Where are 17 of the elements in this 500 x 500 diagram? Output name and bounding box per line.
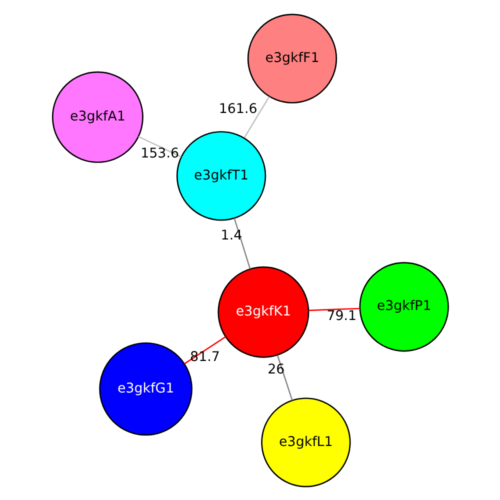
connector <box>184 336 226 364</box>
connector <box>308 307 360 311</box>
connector <box>243 96 270 138</box>
edge-label: 1.4 <box>220 228 242 244</box>
edge-label: 81.7 <box>190 350 220 365</box>
edge-label: 153.6 <box>140 146 178 161</box>
node-circle: e3gkfL1 <box>260 397 350 487</box>
node-circle: e3gkfG1 <box>98 342 192 436</box>
node-circle: e3gkfP1 <box>358 262 448 352</box>
edge-label: 161.6 <box>218 102 257 117</box>
edge-label: 79.1 <box>326 308 356 324</box>
connector <box>138 135 181 157</box>
node-circle: e3gkfA1 <box>51 70 143 162</box>
node-circle: e3gkfF1 <box>246 13 337 103</box>
connector <box>276 354 292 400</box>
connector <box>233 218 250 269</box>
edge-label: 26 <box>267 362 284 378</box>
